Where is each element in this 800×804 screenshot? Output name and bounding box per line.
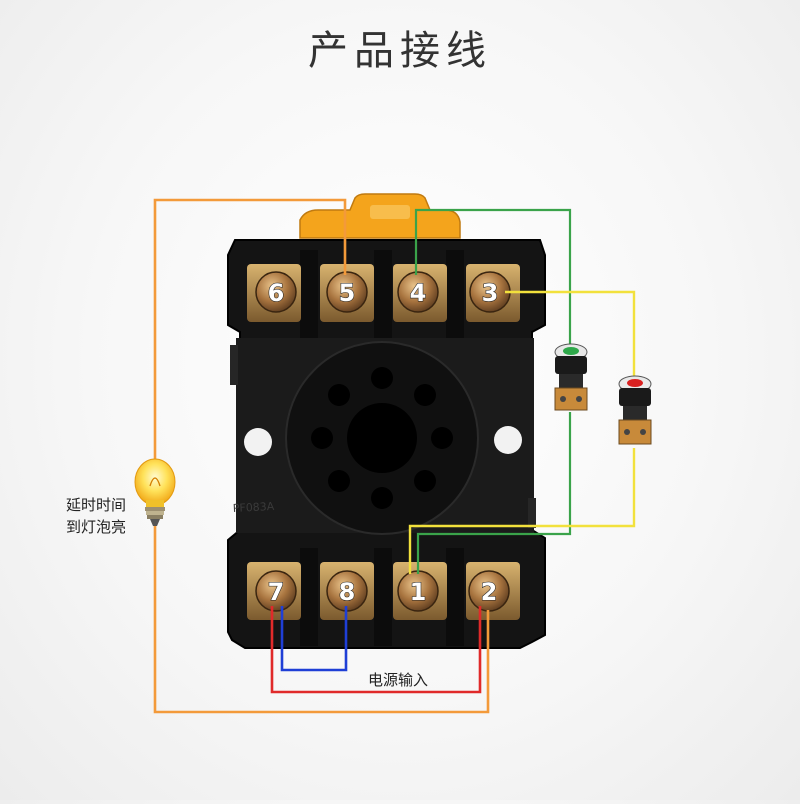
mount-hole-right <box>494 426 522 454</box>
red-push-button[interactable] <box>618 375 652 445</box>
blue-power-wire <box>280 606 348 672</box>
terminal-1-label: 1 <box>410 578 427 606</box>
green-wire <box>414 208 572 574</box>
terminal-2-label: 2 <box>481 578 498 606</box>
lamp-label-line-1: 延时时间 <box>65 496 126 514</box>
green-push-button[interactable] <box>554 343 588 411</box>
yellow-wire <box>408 290 636 574</box>
terminal-8-label: 8 <box>339 578 356 606</box>
center-key-hole <box>347 403 417 473</box>
light-bulb-icon <box>134 458 176 526</box>
terminal-row-top <box>247 264 520 322</box>
power-input-label: 电源输入 <box>367 671 428 689</box>
orange-wire <box>153 198 490 714</box>
terminal-4-label: 4 <box>410 279 427 307</box>
terminal-7-label: 7 <box>268 578 285 606</box>
red-power-wire <box>270 606 482 694</box>
mount-hole-left <box>244 428 272 456</box>
terminal-6-label: 6 <box>268 279 285 307</box>
page-title: 产品接线 <box>308 28 492 74</box>
body-marking: PF083A <box>232 500 275 515</box>
relay-socket <box>227 239 546 649</box>
release-tab <box>299 193 461 239</box>
terminal-3-label: 3 <box>482 279 499 307</box>
lamp-label-line-2: 到灯泡亮 <box>65 518 126 536</box>
terminal-5-label: 5 <box>339 279 356 307</box>
